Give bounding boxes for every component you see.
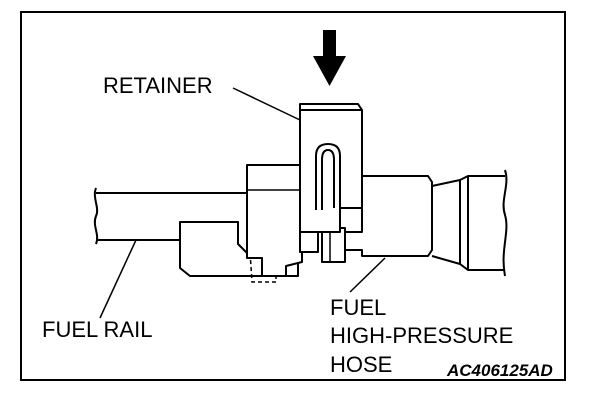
fuel-rail-pipe — [93, 187, 250, 245]
fuel-rail-leader-line — [99, 239, 137, 319]
diagram-frame — [20, 11, 566, 381]
down-arrow-icon — [313, 30, 346, 86]
figure-code: AC406125AD — [446, 361, 553, 380]
hose-label-line2: HIGH-PRESSURE — [330, 323, 513, 348]
retainer-clip — [299, 103, 363, 233]
retainer-label: RETAINER — [103, 73, 213, 98]
fuel-rail-label: FUEL RAIL — [42, 317, 152, 342]
hose-label-line3: HOSE — [330, 352, 392, 377]
hose-label-line1: FUEL — [330, 295, 386, 320]
hose-leader-line — [349, 257, 386, 293]
retainer-leader-line — [232, 87, 301, 121]
connector-sleeve — [299, 227, 346, 263]
